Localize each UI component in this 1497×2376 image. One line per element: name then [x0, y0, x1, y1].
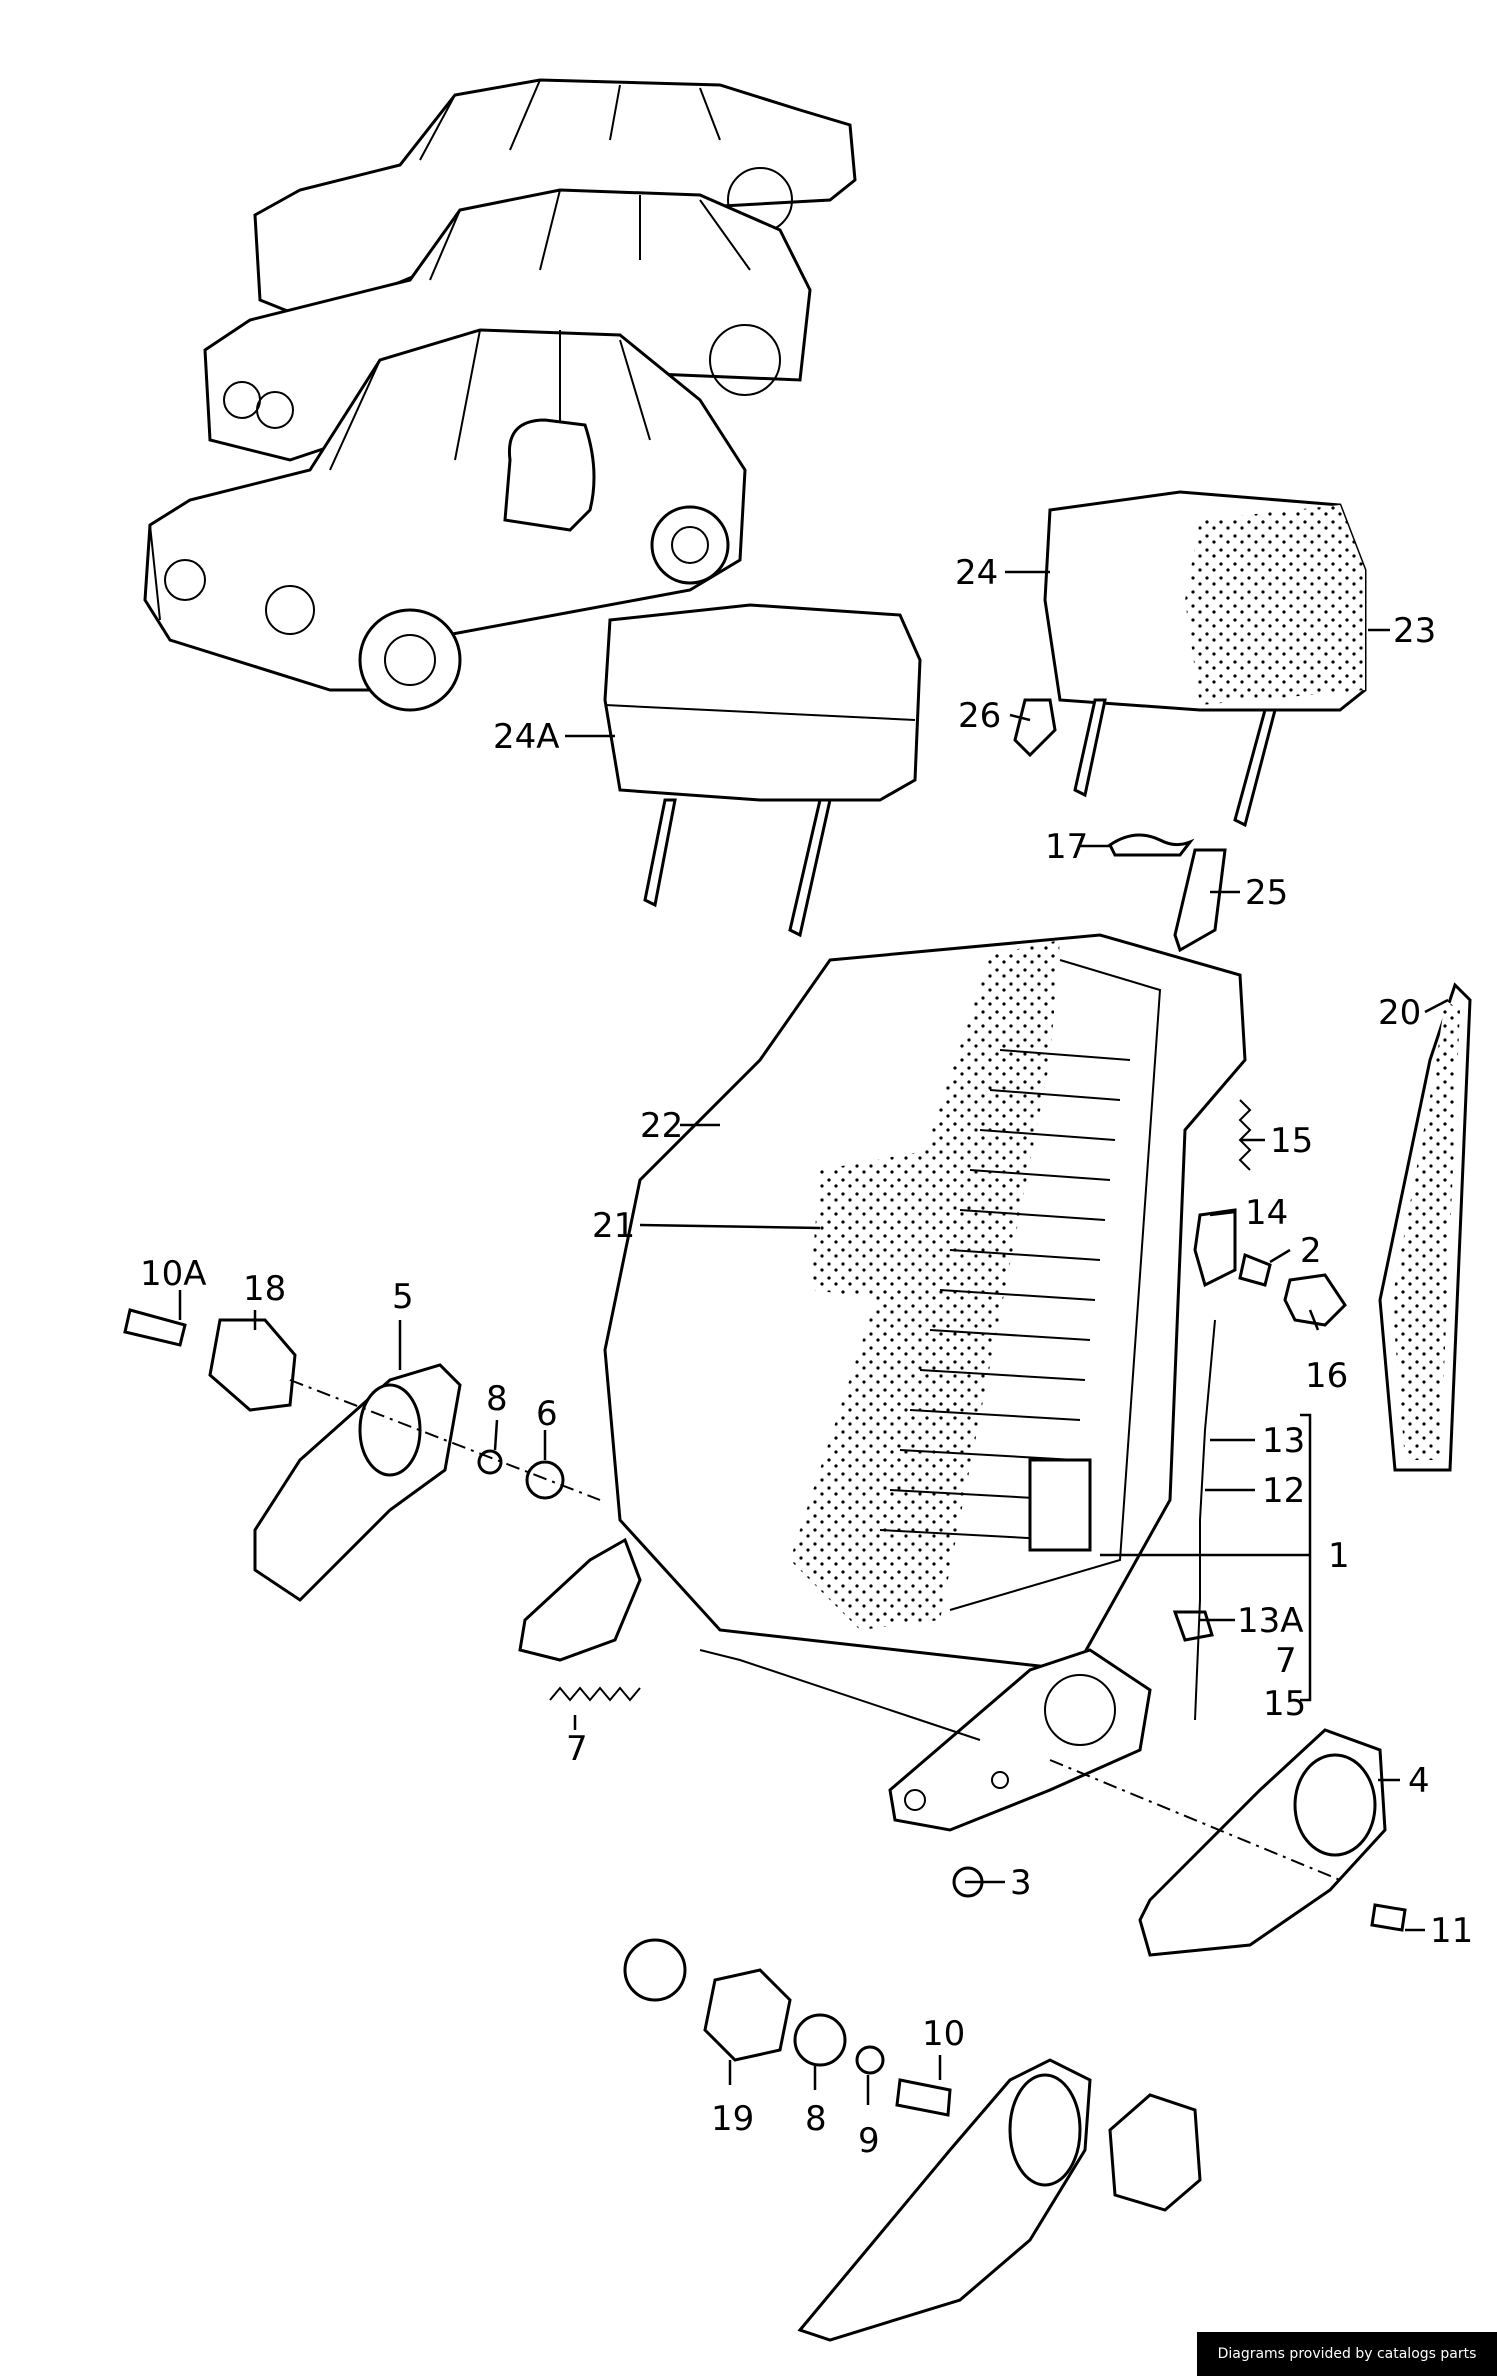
knob-bottom — [1108, 2093, 1202, 2212]
recliner-plate-5 — [253, 1363, 462, 1602]
hinge-plate — [888, 1648, 1152, 1832]
callout-7-right: 7 — [1275, 1641, 1297, 1681]
callout-16: 16 — [1305, 1356, 1348, 1396]
left-mounting-bracket — [518, 1537, 642, 1662]
spring-7 — [549, 1686, 641, 1702]
callout-15-top: 15 — [1270, 1121, 1313, 1161]
washer-9 — [855, 2045, 885, 2075]
callout-13A: 13A — [1237, 1601, 1304, 1641]
callout-22: 22 — [640, 1106, 683, 1146]
callout-24: 24 — [955, 553, 998, 593]
callout-8-left: 8 — [486, 1379, 508, 1419]
pin-2 — [1238, 1252, 1272, 1287]
handle-14 — [1193, 1208, 1237, 1288]
recliner-plate-4 — [1138, 1728, 1387, 1957]
headrest-24 — [1043, 490, 1367, 828]
gear-19 — [703, 1968, 792, 2062]
callout-3: 3 — [1010, 1863, 1032, 1903]
spring-15 — [1238, 1099, 1252, 1171]
bolt-10 — [895, 2078, 952, 2117]
car-hatchback-illustration — [203, 188, 812, 462]
bushing-19a — [623, 1938, 687, 2002]
diagram-credit: Diagrams provided by catalogs parts — [1197, 2332, 1497, 2376]
callout-25: 25 — [1245, 873, 1288, 913]
callout-10A: 10A — [140, 1254, 207, 1294]
callout-15-right: 15 — [1263, 1684, 1306, 1724]
knob-16 — [1283, 1273, 1347, 1327]
callout-21: 21 — [592, 1206, 635, 1246]
callout-4: 4 — [1408, 1761, 1430, 1801]
cable-bottom — [699, 1649, 981, 1741]
cable-12 — [1194, 1319, 1216, 1721]
bushing-8-bottom — [793, 2013, 847, 2067]
washer-8-left — [477, 1449, 503, 1475]
callout-20: 20 — [1378, 993, 1421, 1033]
callout-24A: 24A — [493, 717, 560, 757]
callout-labels: 24 23 26 24A 17 25 20 22 21 15 14 2 16 1… — [140, 553, 1473, 2161]
callout-6: 6 — [536, 1394, 558, 1434]
callout-12: 12 — [1262, 1471, 1305, 1511]
recliner-cover — [797, 2058, 1092, 2342]
headrest-24A — [603, 603, 922, 938]
callout-1: 1 — [1328, 1536, 1350, 1576]
bushing-6 — [525, 1460, 565, 1500]
callout-8-bottom: 8 — [805, 2099, 827, 2139]
clip-17 — [1108, 833, 1195, 857]
leader-lines — [178, 570, 1449, 2105]
gear-18 — [208, 1318, 297, 1412]
callout-17: 17 — [1045, 827, 1088, 867]
pin-11 — [1370, 1903, 1407, 1932]
callout-2: 2 — [1300, 1231, 1322, 1271]
callout-10: 10 — [922, 2014, 965, 2054]
callout-5: 5 — [392, 1277, 414, 1317]
callout-14: 14 — [1245, 1193, 1288, 1233]
callout-18: 18 — [243, 1269, 286, 1309]
callout-13: 13 — [1262, 1421, 1305, 1461]
bracket-26 — [1013, 698, 1057, 758]
bolt-10A — [123, 1308, 187, 1347]
callout-23: 23 — [1393, 611, 1436, 651]
car-front-illustration — [143, 328, 747, 712]
callout-26: 26 — [958, 696, 1001, 736]
callout-9: 9 — [858, 2121, 880, 2161]
callout-11: 11 — [1430, 1911, 1473, 1951]
guide-sleeve-25 — [1173, 848, 1227, 953]
callout-7-left: 7 — [566, 1729, 588, 1769]
clip-13A — [1172, 1610, 1214, 1642]
callout-19: 19 — [711, 2099, 754, 2139]
seat-backrest-frame — [603, 933, 1247, 1672]
